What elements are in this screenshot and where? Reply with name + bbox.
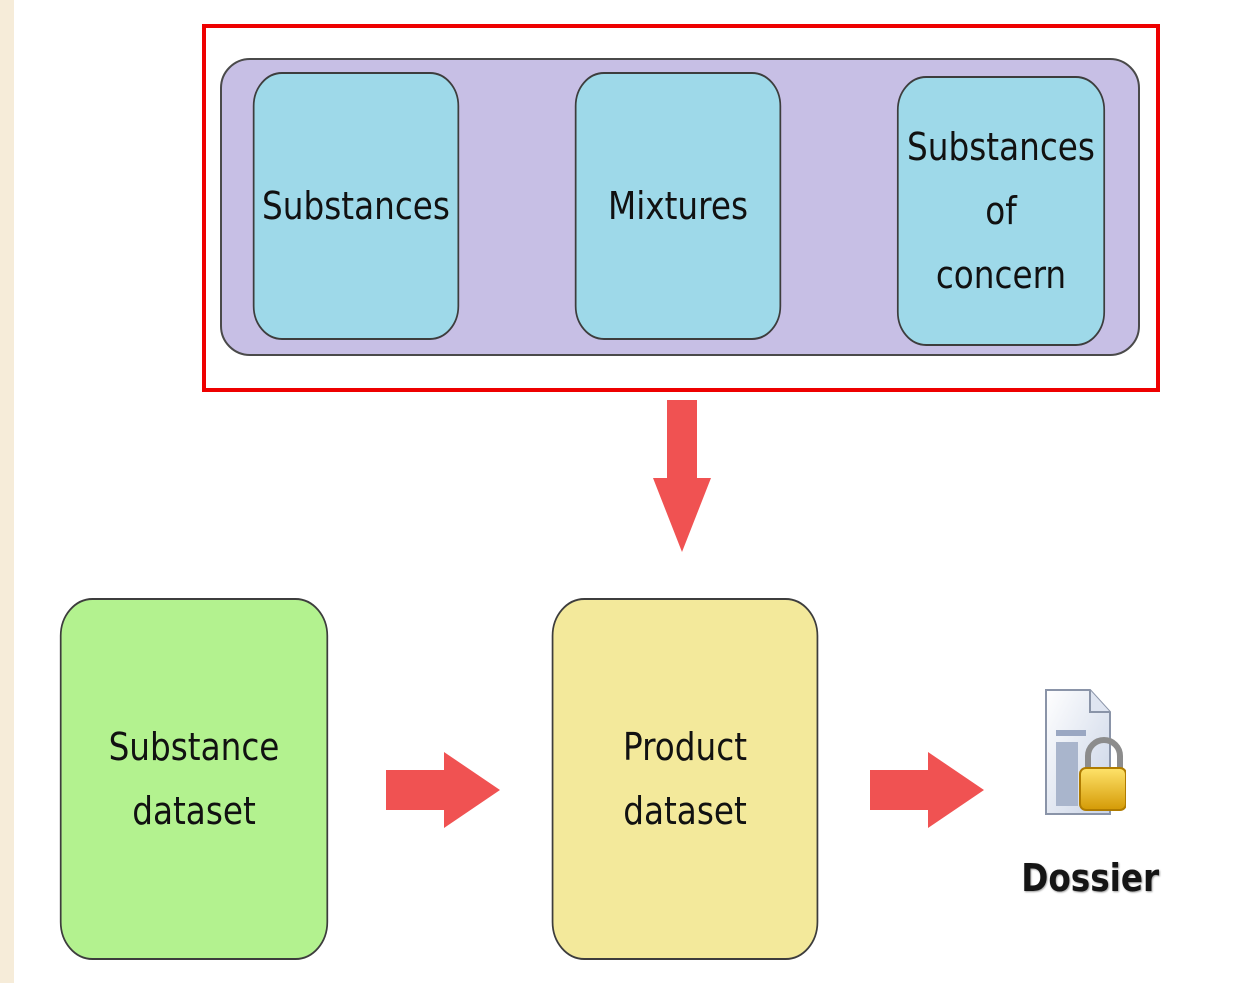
highlight-frame	[202, 24, 1160, 392]
dossier-label: Dossier	[1021, 856, 1160, 900]
mixtures-label: Mixtures	[608, 184, 748, 228]
substance-dataset-box: Substance dataset	[59, 598, 329, 960]
substance-dataset-label: Substance dataset	[108, 725, 280, 833]
product-dataset-box: Product dataset	[551, 598, 819, 960]
product-dataset-label: Product dataset	[622, 725, 748, 833]
mixtures-box: Mixtures	[574, 72, 782, 340]
substances-of-concern-label: Substances of concern	[907, 125, 1095, 297]
locked-document-icon	[1045, 689, 1126, 815]
substances-of-concern-box: Substances of concern	[896, 76, 1106, 346]
substances-box: Substances	[252, 72, 460, 340]
substances-label: Substances	[262, 184, 450, 228]
